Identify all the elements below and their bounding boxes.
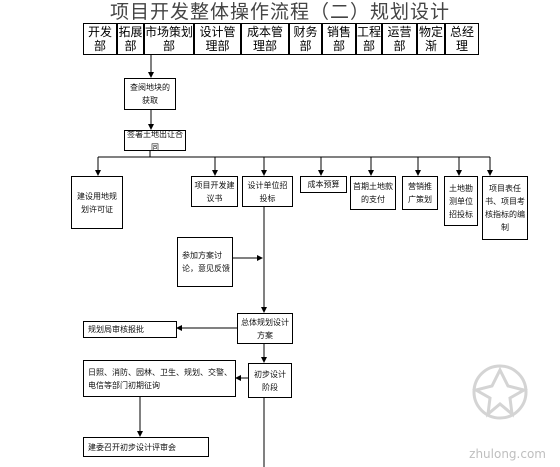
node-project-proposal: 项目开发建议书: [191, 176, 238, 207]
node-land-payment: 首期土地款的支付: [350, 176, 396, 210]
node-join-discussion: 参加方案讨论，意见反馈: [177, 237, 233, 287]
watermark-text: zhulong.com: [469, 447, 546, 461]
dept-cost-management: 成本管理部: [241, 23, 289, 55]
dept-design-management: 设计管理部: [194, 23, 241, 55]
node-cost-estimate: 成本预算: [300, 176, 347, 193]
node-prelim-consultation: 日照、消防、园林、卫生、规划、交警、电信等部门初期征询: [83, 360, 236, 397]
node-review-meeting: 建委召开初步设计评审会: [83, 437, 209, 457]
watermark-logo: [472, 364, 528, 420]
dept-market-planning: 市场策划部: [144, 23, 194, 55]
dept-general-manager: 总经理: [445, 23, 479, 55]
dept-operations: 运营部: [382, 23, 417, 55]
node-marketing-plan: 营销推广策划: [402, 176, 438, 210]
node-task-book: 项目表任书、项目考核指标的编制: [482, 176, 528, 240]
node-sign-land-contract: 签署土地出让合同: [124, 130, 186, 152]
dept-engineering: 工程部: [356, 23, 382, 55]
node-survey-bidding: 土地勘测单位招投标: [444, 176, 478, 226]
node-master-plan: 总体规划设计方案: [237, 313, 293, 344]
dept-sales: 销售部: [322, 23, 356, 55]
node-design-bidding: 设计单位招投标: [242, 176, 293, 207]
dept-property: 物定渐: [417, 23, 445, 55]
dept-expansion: 拓展部: [117, 23, 144, 55]
dept-development: 开发部: [83, 23, 117, 55]
node-preliminary-design: 初步设计阶段: [248, 363, 292, 398]
dept-finance: 财务部: [289, 23, 322, 55]
node-planning-review: 规划局审核报批: [83, 321, 177, 338]
node-land-acquisition: 查阅地块的获取: [124, 78, 176, 110]
node-planning-permit: 建设用地规划许可证: [71, 176, 123, 229]
page-title: 项目开发整体操作流程（二）规划设计: [109, 1, 450, 23]
